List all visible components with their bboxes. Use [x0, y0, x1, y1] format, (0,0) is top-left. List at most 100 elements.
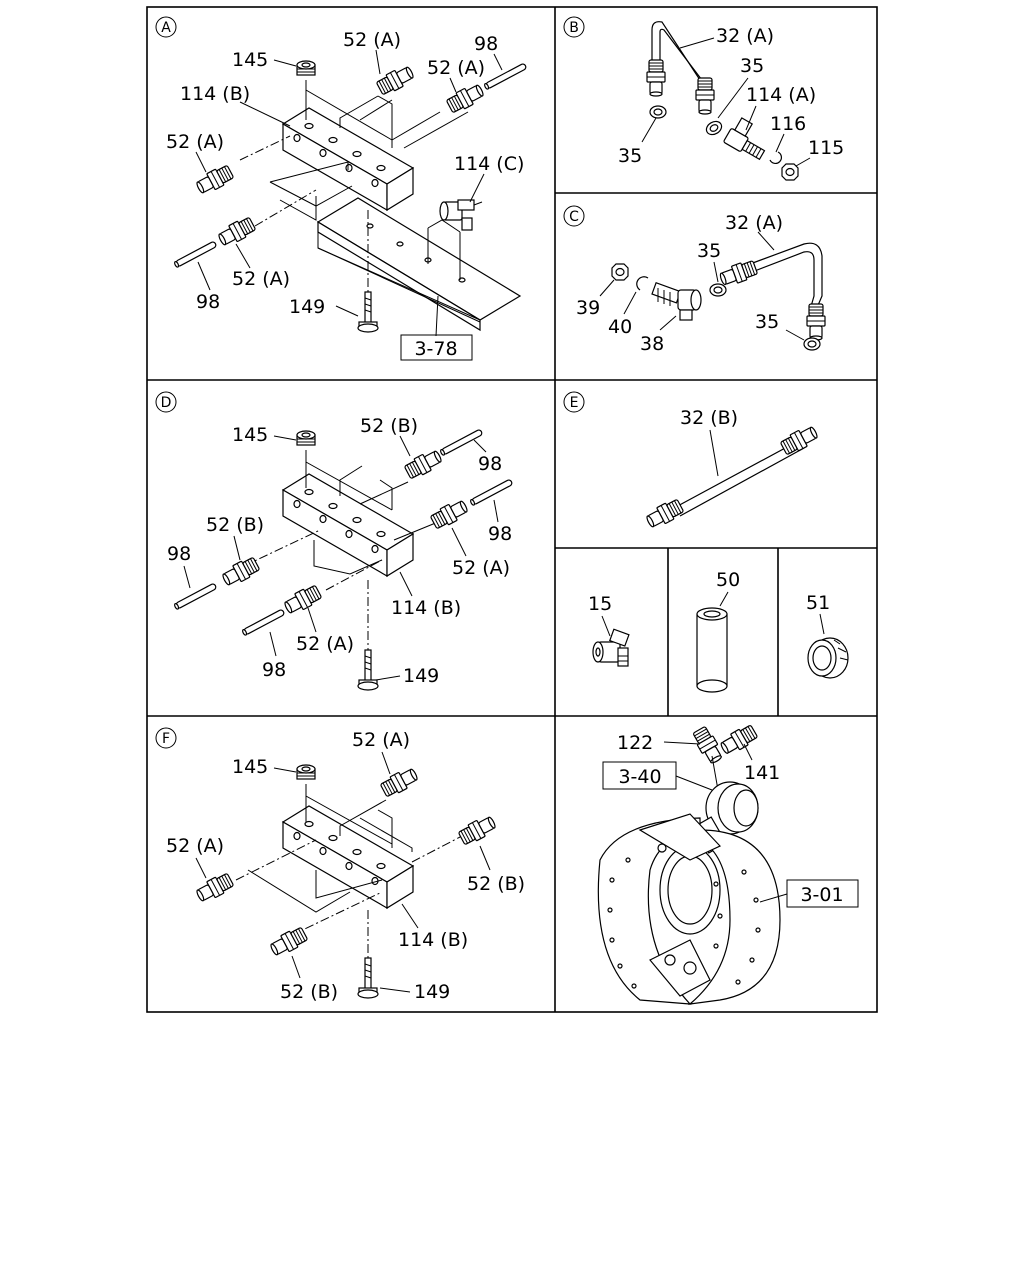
- diagram-frame: [146, 6, 878, 1013]
- bolt-icon: [357, 957, 379, 999]
- clip-icon: [769, 151, 782, 164]
- fitting-icon: [717, 722, 760, 758]
- panel-f-marker: [155, 727, 177, 749]
- fitting-icon: [806, 303, 826, 341]
- label-52a: 52 (A): [166, 131, 224, 153]
- label-52a: 52 (A): [452, 557, 510, 579]
- fitting-icon: [444, 81, 487, 116]
- tube-icon: [173, 582, 218, 611]
- ring-icon: [807, 637, 849, 679]
- ref-box-3-01: [786, 879, 859, 908]
- label-52a: 52 (A): [296, 633, 354, 655]
- label-145: 145: [232, 756, 268, 778]
- junction-block-icon: [282, 473, 414, 577]
- label-52a: 52 (A): [343, 29, 401, 51]
- label-52b: 52 (B): [280, 981, 338, 1003]
- label-52a: 52 (A): [232, 268, 290, 290]
- washer-icon: [709, 283, 727, 297]
- panel-part-15: 15: [588, 593, 630, 667]
- label-114b: 114 (B): [180, 83, 250, 105]
- fitting-icon: [267, 924, 310, 959]
- ref-3-40[interactable]: 3-40: [618, 766, 661, 788]
- label-114b: 114 (B): [398, 929, 468, 951]
- panel-e-letter: E: [570, 395, 579, 411]
- label-52b: 52 (B): [206, 514, 264, 536]
- label-35: 35: [618, 145, 642, 167]
- label-98: 98: [478, 453, 502, 475]
- tube-icon: [469, 478, 514, 507]
- panel-d: D 145 52 (B) 98 98 52 (B) 98 52 (A) 114 …: [155, 391, 514, 691]
- plug-icon: [296, 764, 316, 780]
- elbow-connector-icon: [592, 628, 630, 667]
- elbow-connector-icon: [439, 199, 483, 231]
- label-52b: 52 (B): [467, 873, 525, 895]
- fitting-icon: [374, 63, 417, 98]
- label-141: 141: [744, 762, 780, 784]
- junction-block-icon: [282, 107, 414, 211]
- label-98: 98: [262, 659, 286, 681]
- panel-part-50: 50: [696, 569, 740, 693]
- panel-a: A: [155, 16, 528, 361]
- fitting-icon: [215, 214, 258, 249]
- panel-brake: 122 141 3-40 3-01: [597, 722, 859, 1005]
- label-149: 149: [403, 665, 439, 687]
- ref-box-3-78: [400, 334, 473, 361]
- tube-icon: [241, 608, 286, 637]
- label-145: 145: [232, 49, 268, 71]
- panel-c: C 32 (A) 35 39 40 38 35: [563, 205, 826, 355]
- label-40: 40: [608, 316, 632, 338]
- label-39: 39: [576, 297, 600, 319]
- label-122: 122: [617, 732, 653, 754]
- label-15: 15: [588, 593, 612, 615]
- panel-b-letter: B: [569, 20, 579, 36]
- fitting-icon: [428, 497, 471, 532]
- fitting-icon: [717, 258, 759, 289]
- fitting-icon: [690, 724, 726, 767]
- label-52a: 52 (A): [352, 729, 410, 751]
- bolt-icon: [357, 649, 379, 691]
- panel-e: E 32 (B): [563, 391, 821, 531]
- fitting-icon: [643, 496, 686, 531]
- fitting-icon: [402, 447, 445, 482]
- tube-icon: [483, 62, 528, 91]
- label-115: 115: [808, 137, 844, 159]
- fitting-icon: [695, 77, 715, 115]
- fitting-icon: [219, 554, 262, 589]
- hose-icon: [651, 21, 703, 95]
- washer-icon: [649, 105, 667, 119]
- label-114b: 114 (B): [391, 597, 461, 619]
- hose-icon: [749, 242, 823, 311]
- fitting-icon: [378, 765, 421, 800]
- fitting-icon: [456, 813, 499, 848]
- tube-icon: [173, 240, 218, 269]
- panel-a-letter: A: [161, 20, 171, 36]
- label-35: 35: [755, 311, 779, 333]
- label-51: 51: [806, 592, 830, 614]
- label-35: 35: [740, 55, 764, 77]
- label-32a: 32 (A): [716, 25, 774, 47]
- fitting-icon: [193, 870, 236, 905]
- panel-b-marker: [563, 16, 585, 38]
- label-98: 98: [488, 523, 512, 545]
- label-50: 50: [716, 569, 740, 591]
- label-52a: 52 (A): [427, 57, 485, 79]
- sleeve-icon: [696, 607, 728, 693]
- clip-icon: [636, 276, 649, 291]
- panel-d-marker: [155, 391, 177, 413]
- hose-icon: [673, 439, 801, 509]
- panel-f: F 52 (A) 145 52 (A) 52 (B) 114 (B) 52 (B…: [155, 727, 525, 1003]
- elbow-connector-icon: [651, 281, 702, 321]
- nut-icon: [611, 263, 629, 281]
- panel-f-letter: F: [162, 731, 170, 747]
- panel-c-letter: C: [569, 209, 579, 225]
- washer-icon: [803, 337, 821, 351]
- plug-icon: [296, 60, 316, 76]
- panel-part-51: 51: [806, 592, 849, 679]
- bolt-icon: [357, 291, 379, 333]
- ref-3-78[interactable]: 3-78: [414, 338, 457, 360]
- panel-e-marker: [563, 391, 585, 413]
- ref-3-01[interactable]: 3-01: [800, 884, 843, 906]
- fitting-icon: [646, 59, 666, 97]
- washer-icon: [703, 118, 725, 138]
